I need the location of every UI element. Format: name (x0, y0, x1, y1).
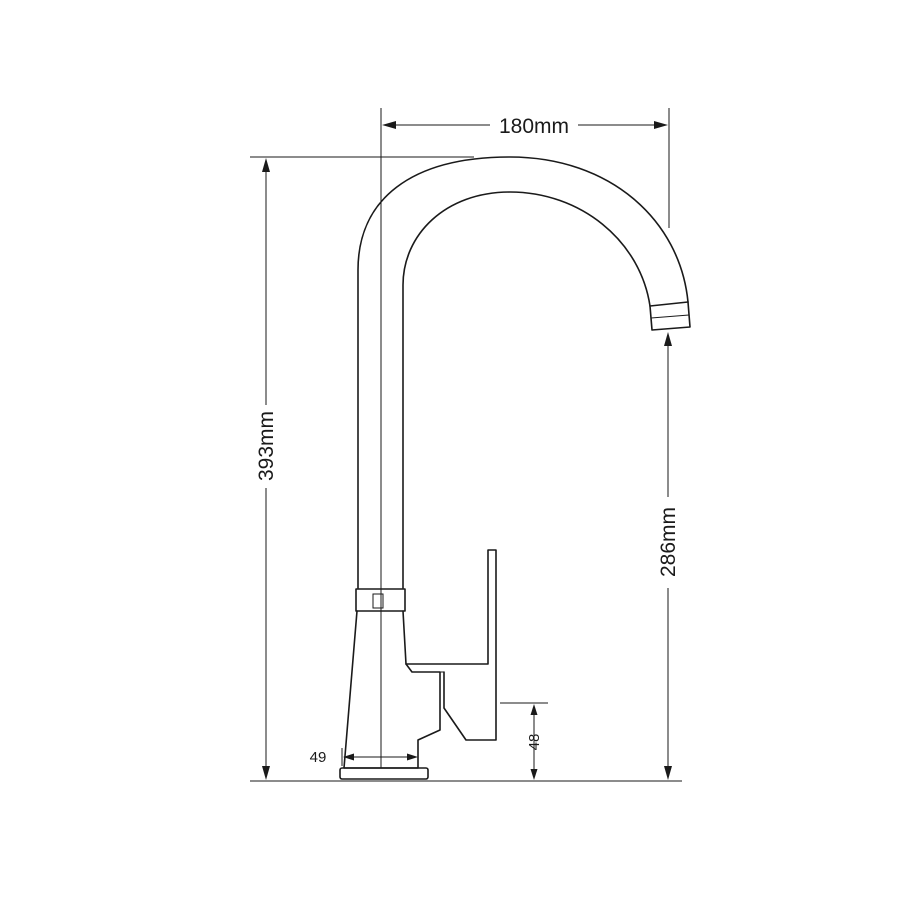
dimension-spout-reach: 180mm (382, 115, 668, 138)
spout-inner-edge (402, 191, 651, 589)
spout-outer-edge (357, 156, 689, 589)
base-flange (339, 767, 429, 780)
collar-notch (372, 593, 384, 609)
aerator (649, 301, 691, 331)
spout-reach-label: 180mm (499, 115, 569, 138)
aerator-band (650, 314, 690, 319)
lever-handle (405, 549, 497, 741)
dimension-spout-height: 286mm (657, 332, 680, 780)
faucet-outline (339, 156, 691, 780)
dimension-base-width: 49 (310, 749, 418, 766)
extension-lines (250, 108, 682, 782)
dimension-lever-height: 48 (526, 704, 543, 780)
lever-height-label: 48 (526, 734, 543, 751)
base-width-label: 49 (310, 749, 327, 766)
dimension-overall-height: 393mm (255, 158, 278, 780)
overall-height-label: 393mm (255, 411, 278, 481)
faucet-body (343, 610, 441, 769)
spout-height-label: 286mm (657, 507, 680, 577)
